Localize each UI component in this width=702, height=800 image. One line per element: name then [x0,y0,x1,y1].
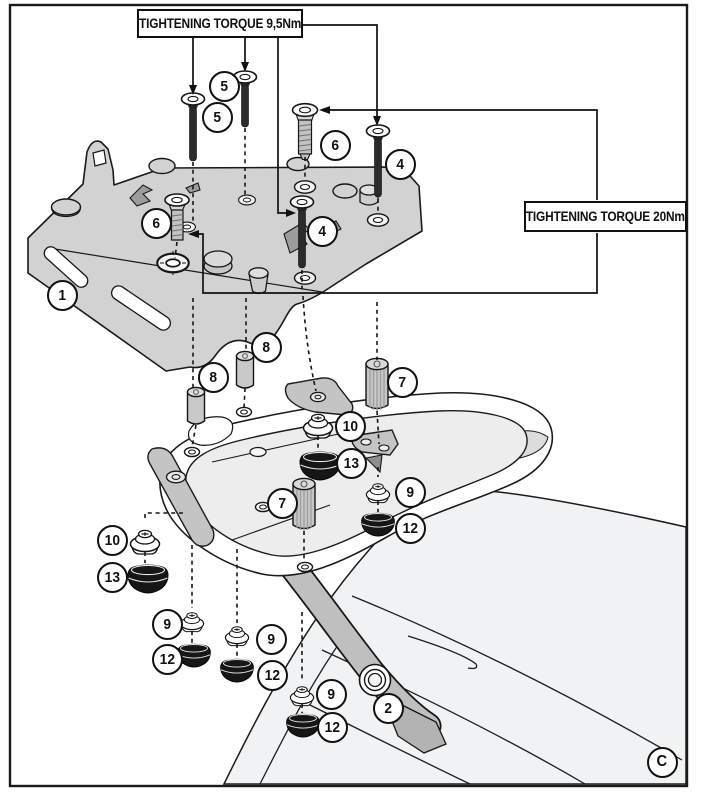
callout-part-9-center: 9 [255,623,287,655]
callout-part-12-center: 12 [256,659,288,691]
torque-label-top: TIGHTENING TORQUE 9,5Nm [137,9,303,38]
callout-part-6-right: 6 [319,129,351,161]
grommet-part-2 [358,663,392,697]
left-bracket-arm [147,447,215,547]
spacer-8-lower [186,386,206,425]
callout-part-13-left: 13 [96,561,128,593]
callout-part-12-left: 12 [151,643,183,675]
plate-slot-right [110,285,172,331]
torque-label-right: TIGHTENING TORQUE 20Nm [524,201,687,232]
callout-part-8-lower: 8 [197,361,229,393]
plate-holes [156,180,390,285]
spacer-7-right [365,357,389,412]
rack-plate-part-1 [27,140,423,372]
callout-part-10-left: 10 [96,524,128,556]
callout-part-2: 2 [372,692,404,724]
mounting-strut [271,544,447,754]
plate-slot-left [43,246,89,288]
callout-part-7-right: 7 [386,366,418,398]
screw-4-right [365,124,391,198]
torque-label-right-text: TIGHTENING TORQUE 20Nm [526,209,685,224]
screw-5-right [232,70,258,128]
screw-6-right [291,102,319,161]
callout-part-9-left: 9 [151,608,183,640]
callout-part-1: 1 [46,279,78,311]
screw-4-middle [289,195,315,269]
callout-part-5-right: 5 [208,70,240,102]
callout-part-13-middle: 13 [335,447,367,479]
callout-part-4-middle: 4 [306,215,338,247]
callout-part-12-middle: 12 [394,512,426,544]
screw-5-left [180,92,206,162]
plate-fin-hole [92,149,107,167]
callout-part-9-middle: 9 [394,476,426,508]
callout-part-9-bottom: 9 [315,678,347,710]
callout-part-10-middle: 10 [334,410,366,442]
callout-part-12-bottom: 12 [316,711,348,743]
rack-frame [159,391,554,577]
spacer-8-upper [235,350,255,389]
leader-lines [188,24,598,294]
callout-part-6-left: 6 [140,207,172,239]
screw-6-left [164,193,190,241]
callout-part-8-upper: 8 [250,331,282,363]
figure-letter: C [656,753,668,770]
figure-letter-badge: C [646,746,678,778]
torque-label-top-text: TIGHTENING TORQUE 9,5Nm [138,16,302,31]
dashed-alignment-lines [144,128,380,713]
callout-part-7-left: 7 [266,487,298,519]
callout-part-4-right: 4 [384,148,416,180]
callout-part-5-left: 5 [201,101,233,133]
screws [164,70,391,269]
